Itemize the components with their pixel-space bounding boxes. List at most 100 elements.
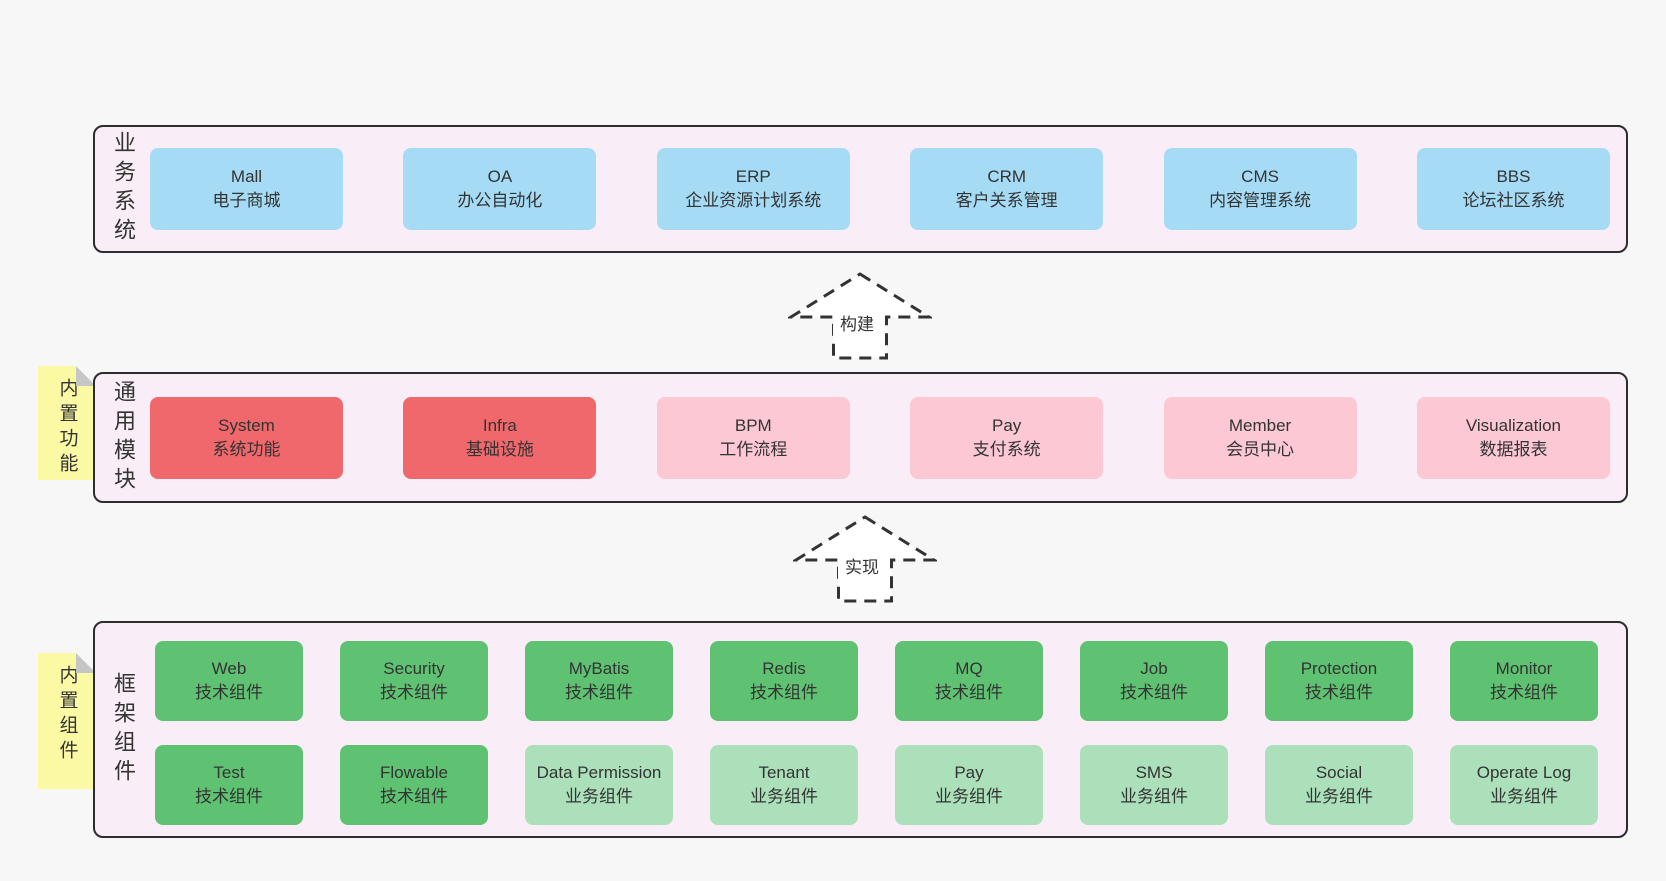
box-subtitle: 基础设施 [465,439,534,459]
box-subtitle: 业务组件 [935,787,1003,806]
panel-label-common-modules: 通用模块 [111,379,136,496]
box-monitor: Monitor 技术组件 [1450,641,1598,721]
box-job: Job 技术组件 [1080,641,1228,721]
box-subtitle: 支付系统 [972,439,1041,459]
sticky-note-built-in-features: 内置功能 [38,366,96,480]
box-subtitle: 技术组件 [195,683,263,702]
box-title: Operate Log [1476,763,1572,782]
box-pay-module: Pay 支付系统 [910,396,1104,479]
box-subtitle: 技术组件 [935,683,1003,702]
box-tenant: Tenant 业务组件 [710,745,858,825]
panel-label-framework-components: 框架组件 [111,671,136,788]
box-infra: Infra 基础设施 [403,396,597,479]
panel-common-modules: 通用模块 System 系统功能 Infra 基础设施 BPM 工作流程 Pay… [93,372,1628,503]
box-subtitle: 业务组件 [565,787,633,806]
box-cms: CMS 内容管理系统 [1163,148,1357,230]
box-subtitle: 技术组件 [1490,683,1558,702]
box-subtitle: 技术组件 [380,787,448,806]
box-mybatis: MyBatis 技术组件 [525,641,673,721]
box-subtitle: 会员中心 [1226,439,1295,459]
box-subtitle: 数据报表 [1479,439,1548,459]
box-subtitle: 业务组件 [1120,787,1188,806]
box-title: BPM [734,415,772,435]
build-arrow-label: 构建 [833,308,881,337]
box-subtitle: 技术组件 [195,787,263,806]
box-social: Social 业务组件 [1265,745,1413,825]
box-sms: SMS 业务组件 [1080,745,1228,825]
box-data-permission: Data Permission 业务组件 [525,745,673,825]
box-crm: CRM 客户关系管理 [910,148,1104,230]
panel-business-systems: 业务系统 Mall 电子商城 OA 办公自动化 ERP 企业资源计划系统 CRM… [93,125,1628,253]
sticky-note-label: 内置组件 [56,665,78,765]
box-bpm: BPM 工作流程 [656,396,850,479]
box-subtitle: 技术组件 [565,683,633,702]
box-title: Job [1140,659,1168,678]
box-title: MQ [955,659,983,678]
box-title: Member [1228,415,1292,435]
box-title: Web [211,659,247,678]
box-subtitle: 业务组件 [1490,787,1558,806]
box-security: Security 技术组件 [340,641,488,721]
box-title: Test [213,763,245,782]
box-title: System [218,415,275,435]
box-subtitle: 业务组件 [750,787,818,806]
box-title: CMS [1241,167,1279,186]
box-title: Protection [1300,659,1378,678]
common-modules-row: System 系统功能 Infra 基础设施 BPM 工作流程 Pay 支付系统… [150,396,1610,479]
box-operate-log: Operate Log 业务组件 [1450,745,1598,825]
sticky-note-label: 内置功能 [56,378,78,478]
box-subtitle: 电子商城 [212,191,281,210]
box-oa: OA 办公自动化 [403,148,597,230]
sticky-note-built-in-components: 内置组件 [38,653,96,789]
box-title: Tenant [758,763,810,782]
framework-components-row-2: Test 技术组件 Flowable 技术组件 Data Permission … [155,745,1598,825]
box-protection: Protection 技术组件 [1265,641,1413,721]
box-title: Redis [762,659,806,678]
panel-framework-components: 框架组件 Web 技术组件 Security 技术组件 MyBatis 技术组件… [93,621,1628,838]
box-subtitle: 内容管理系统 [1209,191,1312,210]
box-title: MyBatis [568,659,630,678]
box-test: Test 技术组件 [155,745,303,825]
box-system: System 系统功能 [150,396,343,479]
box-title: CRM [987,167,1027,186]
box-title: Pay [992,415,1022,435]
box-title: Flowable [379,763,449,782]
box-title: Monitor [1495,659,1553,678]
business-systems-row: Mall 电子商城 OA 办公自动化 ERP 企业资源计划系统 CRM 客户关系… [150,148,1610,230]
box-subtitle: 业务组件 [1305,787,1373,806]
box-mall: Mall 电子商城 [150,148,343,230]
box-title: Social [1315,763,1363,782]
box-title: Data Permission [536,763,662,782]
box-title: ERP [735,167,771,186]
box-mq: MQ 技术组件 [895,641,1043,721]
box-subtitle: 论坛社区系统 [1462,191,1565,210]
box-title: Infra [482,415,517,435]
box-title: SMS [1135,763,1173,782]
box-title: OA [487,167,513,186]
box-member: Member 会员中心 [1163,396,1357,479]
box-redis: Redis 技术组件 [710,641,858,721]
box-subtitle: 系统功能 [212,439,281,459]
box-subtitle: 技术组件 [1120,683,1188,702]
box-flowable: Flowable 技术组件 [340,745,488,825]
box-subtitle: 技术组件 [1305,683,1373,702]
panel-label-business-systems: 业务系统 [111,131,136,247]
box-title: Visualization [1465,415,1562,435]
box-title: Mall [230,167,263,186]
box-subtitle: 技术组件 [380,683,448,702]
box-bbs: BBS 论坛社区系统 [1416,148,1610,230]
implement-arrow-label: 实现 [838,551,886,580]
box-subtitle: 工作流程 [719,439,788,459]
box-title: Pay [954,763,984,782]
box-subtitle: 办公自动化 [457,191,543,210]
box-subtitle: 技术组件 [750,683,818,702]
box-title: BBS [1496,167,1531,186]
box-subtitle: 客户关系管理 [955,191,1058,210]
box-web: Web 技术组件 [155,641,303,721]
box-title: Security [383,659,445,678]
box-erp: ERP 企业资源计划系统 [656,148,850,230]
framework-components-row-1: Web 技术组件 Security 技术组件 MyBatis 技术组件 Redi… [155,641,1598,721]
box-visualization: Visualization 数据报表 [1416,396,1610,479]
box-pay-component: Pay 业务组件 [895,745,1043,825]
